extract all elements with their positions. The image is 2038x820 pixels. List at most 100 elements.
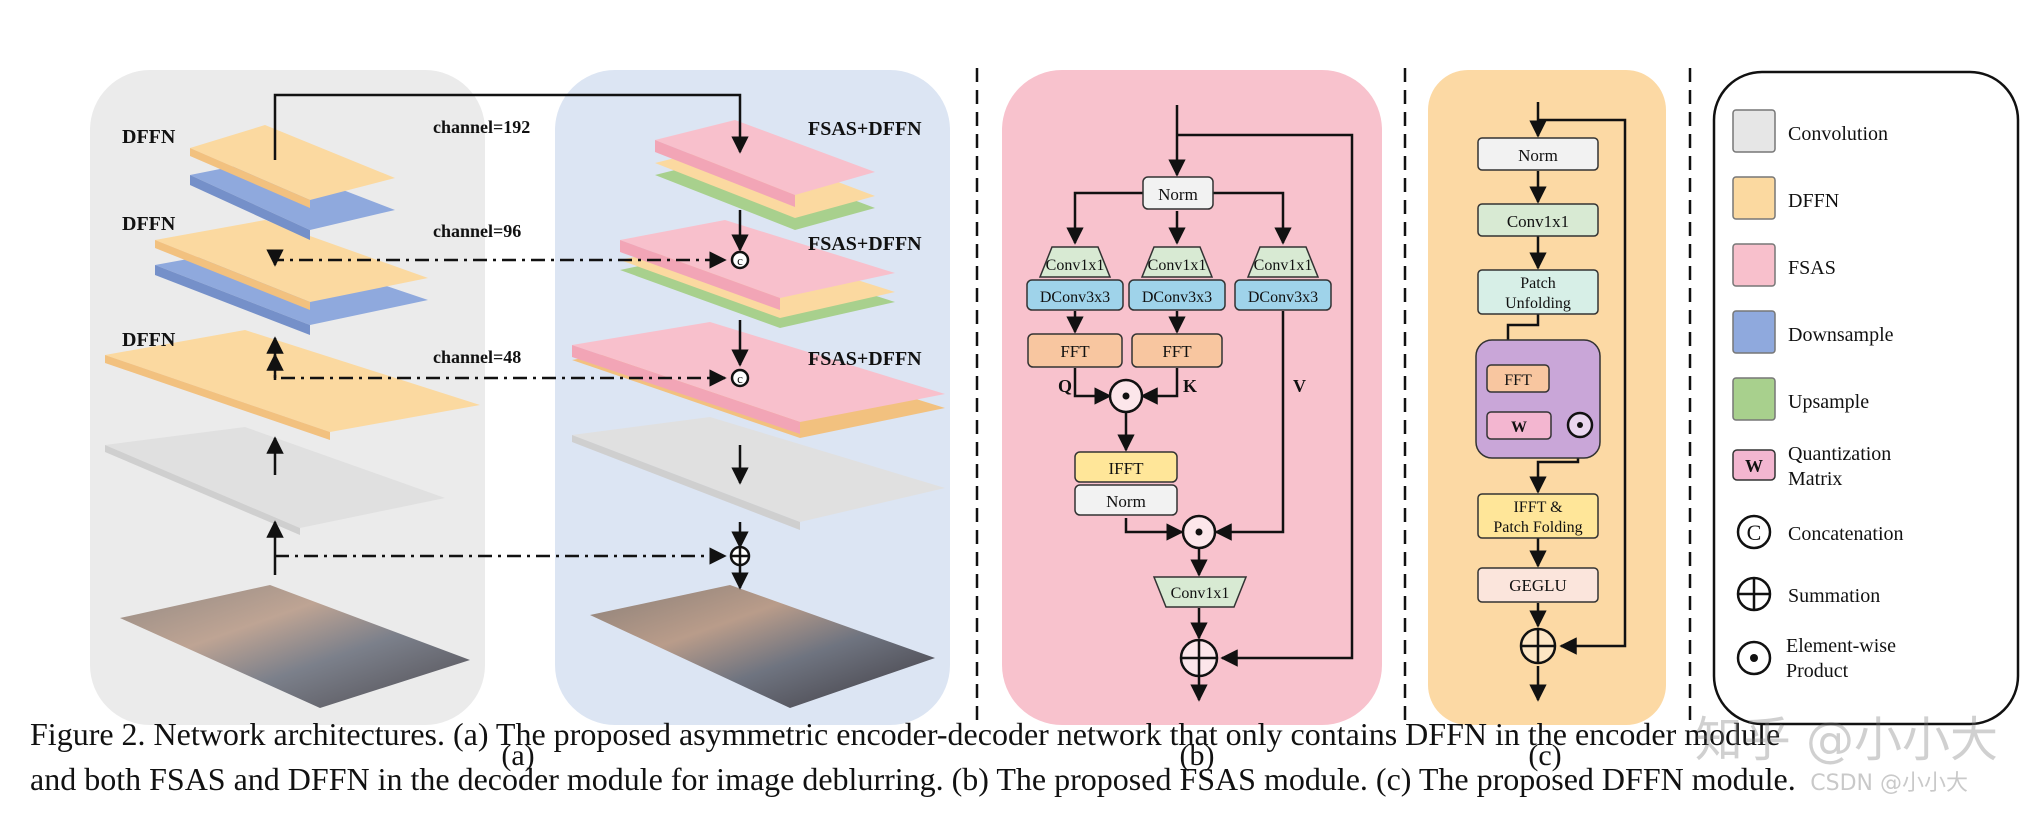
fsas-k-label: K bbox=[1183, 376, 1197, 396]
legend-label-upsample: Upsample bbox=[1788, 391, 1869, 413]
legend-label-sum: Summation bbox=[1788, 585, 1880, 607]
fsas-product-1 bbox=[1108, 378, 1144, 414]
dffn-sum bbox=[1519, 627, 1557, 665]
dffn-frequency-block bbox=[1475, 339, 1601, 459]
encoder-label-3: DFFN bbox=[122, 329, 176, 351]
channel-label-48: channel=48 bbox=[433, 347, 521, 367]
panel-a-sublabel: (a) bbox=[501, 739, 534, 772]
dffn-geglu bbox=[1477, 567, 1599, 603]
dffn-norm bbox=[1477, 137, 1599, 171]
legend-label-concat: Concatenation bbox=[1788, 523, 1904, 545]
encoder-conv-layer bbox=[105, 427, 445, 528]
fsas-conv-out bbox=[1152, 576, 1248, 608]
fsas-norm-bottom bbox=[1074, 484, 1178, 516]
legend-swatch-quantization bbox=[1732, 449, 1776, 481]
decoder-label-3: FSAS+DFFN bbox=[808, 348, 922, 370]
encoder-label-2: DFFN bbox=[122, 213, 176, 235]
decoder-level2-fsas bbox=[620, 220, 895, 298]
fsas-dconv-k-label: DConv3x3 bbox=[1142, 289, 1212, 306]
dffn-fft-label: FFT bbox=[1504, 372, 1532, 389]
output-deblurred-image bbox=[590, 585, 935, 708]
fsas-sum bbox=[1179, 638, 1219, 678]
dffn-w bbox=[1486, 411, 1552, 440]
channel-label-192: channel=192 bbox=[433, 117, 530, 137]
fsas-ifft-label: IFFT bbox=[1109, 459, 1145, 478]
dffn-patch-unfolding-line1: Patch bbox=[1520, 275, 1556, 292]
panel-a: c c DFFN DFFN DFFN channel=192 channel=9… bbox=[90, 70, 950, 772]
fsas-background bbox=[1002, 70, 1382, 725]
legend-label-convolution: Convolution bbox=[1788, 123, 1888, 145]
dffn-product bbox=[1566, 411, 1594, 439]
fsas-conv-k-label: Conv1x1 bbox=[1148, 257, 1207, 274]
dffn-conv bbox=[1477, 203, 1599, 237]
sum-symbol-a bbox=[729, 545, 751, 567]
concat-symbol-1: c bbox=[730, 250, 750, 270]
dffn-norm-label: Norm bbox=[1518, 146, 1558, 165]
panel-b-sublabel: (b) bbox=[1180, 739, 1215, 772]
decoder-label-2: FSAS+DFFN bbox=[808, 233, 922, 255]
fsas-v-label: V bbox=[1293, 376, 1306, 396]
concat-symbol-2: c bbox=[730, 368, 750, 388]
dffn-geglu-label: GEGLU bbox=[1509, 576, 1567, 595]
dffn-conv-label: Conv1x1 bbox=[1507, 212, 1569, 231]
fsas-conv-q-label: Conv1x1 bbox=[1046, 257, 1105, 274]
fsas-fft-k-label: FFT bbox=[1162, 342, 1192, 361]
legend-swatch-fsas bbox=[1732, 243, 1776, 287]
fsas-conv-v-label: Conv1x1 bbox=[1254, 257, 1313, 274]
dffn-fft bbox=[1486, 364, 1550, 393]
fsas-norm-top-label: Norm bbox=[1158, 185, 1198, 204]
decoder-level3-fsas bbox=[572, 322, 945, 422]
dffn-ifft-folding bbox=[1477, 493, 1599, 539]
fsas-dconv-q-label: DConv3x3 bbox=[1040, 289, 1110, 306]
legend-swatch-dffn bbox=[1732, 176, 1776, 220]
figure-caption: Figure 2. Network architectures. (a) The… bbox=[30, 712, 2020, 802]
legend-label-fsas: FSAS bbox=[1788, 257, 1836, 279]
panel-c: Norm Conv1x1 Patch Unfolding FFT W IFFT … bbox=[1428, 70, 1666, 772]
fsas-branch-q: Conv1x1 DConv3x3 FFT bbox=[1026, 246, 1124, 368]
fsas-branch-v: Conv1x1 DConv3x3 bbox=[1234, 246, 1332, 311]
fsas-norm-bottom-label: Norm bbox=[1106, 492, 1146, 511]
svg-text:C: C bbox=[1747, 520, 1762, 545]
encoder-label-1: DFFN bbox=[122, 126, 176, 148]
legend-label-downsample: Downsample bbox=[1788, 324, 1894, 346]
legend-label-dffn: DFFN bbox=[1788, 190, 1839, 212]
dffn-ifft-folding-line2: Patch Folding bbox=[1493, 519, 1582, 536]
fsas-ifft bbox=[1074, 451, 1178, 483]
encoder-level1-dffn bbox=[190, 125, 395, 200]
channel-label-96: channel=96 bbox=[433, 221, 521, 241]
legend-label-quant-line1: Quantization bbox=[1788, 443, 1891, 465]
watermark-main: 知乎 @小小大 bbox=[1694, 712, 1998, 768]
panel-a-connections bbox=[266, 93, 749, 590]
legend-swatch-downsample bbox=[1732, 310, 1776, 354]
decoder-label-1: FSAS+DFFN bbox=[808, 118, 922, 140]
legend: Convolution DFFN FSAS Downsample Upsampl… bbox=[1712, 70, 2020, 726]
legend-label-product-line2: Product bbox=[1786, 660, 1849, 682]
svg-text:c: c bbox=[737, 371, 743, 386]
svg-text:c: c bbox=[737, 253, 743, 268]
legend-quant-symbol: W bbox=[1745, 456, 1763, 476]
dffn-patch-unfolding-line2: Unfolding bbox=[1505, 295, 1571, 312]
watermark-sub: CSDN @小小大 bbox=[1810, 771, 1968, 796]
fsas-norm-top bbox=[1142, 176, 1214, 210]
decoder-conv-layer bbox=[572, 417, 945, 522]
fsas-fft-q-label: FFT bbox=[1060, 342, 1090, 361]
fsas-branch-k: Conv1x1 DConv3x3 FFT bbox=[1128, 246, 1226, 368]
input-blurred-image bbox=[120, 585, 470, 708]
legend-swatch-convolution bbox=[1732, 109, 1776, 153]
decoder-level1-fsas bbox=[655, 120, 875, 195]
dffn-ifft-folding-line1: IFFT & bbox=[1513, 499, 1563, 516]
panel-b: Norm Conv1x1 DConv3x3 FFT Conv1x1 DConv3… bbox=[1002, 70, 1382, 772]
fsas-dconv-v-label: DConv3x3 bbox=[1248, 289, 1318, 306]
legend-sum-icon bbox=[1736, 576, 1772, 612]
fsas-q-label: Q bbox=[1058, 376, 1072, 396]
legend-product-icon bbox=[1736, 640, 1772, 676]
legend-label-product-line1: Element-wise bbox=[1786, 635, 1896, 657]
legend-swatch-upsample bbox=[1732, 377, 1776, 421]
panel-c-sublabel: (c) bbox=[1528, 739, 1561, 772]
dffn-w-label: W bbox=[1511, 419, 1527, 436]
caption-line-1: Figure 2. Network architectures. (a) The… bbox=[30, 716, 1781, 752]
legend-concat-icon: C bbox=[1736, 514, 1772, 550]
fsas-product-2 bbox=[1181, 514, 1217, 550]
legend-frame bbox=[1712, 70, 2020, 726]
